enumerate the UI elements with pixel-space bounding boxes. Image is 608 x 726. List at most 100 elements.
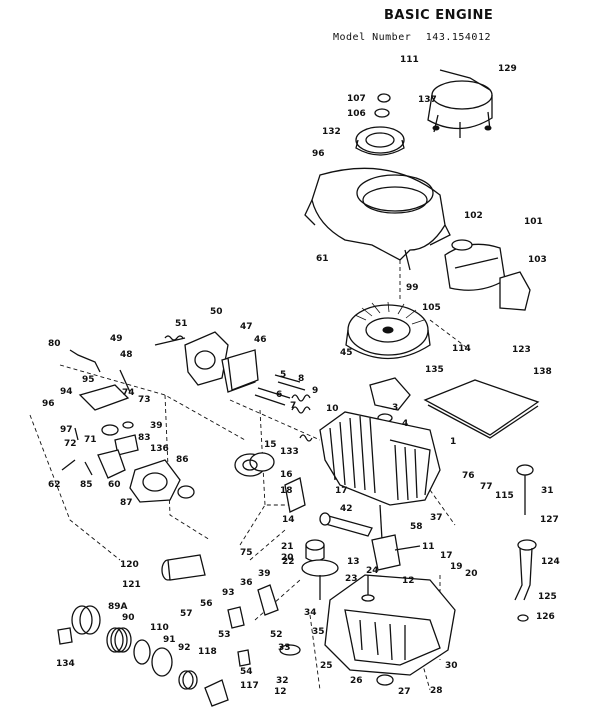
part-label-105: 105 [422,303,441,313]
part-label-35: 35 [312,627,325,637]
part-label-17: 17 [440,551,453,561]
part-label-126: 126 [536,612,555,622]
control-bracket [78,369,131,411]
starter-cup-132 [355,126,405,156]
part-label-133: 133 [280,447,299,457]
filter-element-91 [133,639,173,677]
part-label-91: 91 [163,635,176,645]
part-label-45: 45 [340,348,353,358]
part-label-54: 54 [240,667,253,677]
part-label-86: 86 [176,455,189,465]
part-label-106: 106 [347,109,366,119]
part-label-61: 61 [316,254,329,264]
part-label-18: 18 [280,486,293,496]
part-label-39: 39 [150,421,163,431]
nut-107 [374,93,391,118]
part-label-39: 39 [258,569,271,579]
part-label-9: 9 [312,386,318,396]
part-label-32: 32 [276,676,289,686]
throttle-link-80 [69,349,101,373]
spring-110 [106,627,132,653]
part-label-37: 37 [430,513,443,523]
part-label-77: 77 [480,482,493,492]
part-label-94: 94 [60,387,73,397]
part-label-89A: 89A [108,602,128,612]
part-label-95: 95 [82,375,95,385]
part-label-51: 51 [175,319,188,329]
muffler-101 [444,239,506,291]
part-label-12: 12 [274,687,287,697]
part-label-111: 111 [400,55,419,65]
part-label-14: 14 [282,515,295,525]
part-label-110: 110 [150,623,169,633]
part-label-49: 49 [110,334,123,344]
part-label-136: 136 [150,444,169,454]
part-label-11: 11 [422,542,435,552]
part-label-83: 83 [138,433,151,443]
part-label-4: 4 [402,419,408,429]
part-label-93: 93 [222,588,235,598]
engine-sump-25 [324,574,456,686]
model-label: Model Number [333,32,412,43]
part-label-129: 129 [498,64,517,74]
fuel-line-120 [161,554,206,581]
part-label-103: 103 [528,255,547,265]
part-label-8: 8 [298,374,304,384]
blower-cap-137 [427,69,493,138]
connecting-rod-42 [319,512,373,537]
part-label-60: 60 [108,480,121,490]
model-number: 143.154012 [425,32,491,43]
part-label-23: 23 [345,574,358,584]
part-label-96: 96 [312,149,325,159]
part-label-99: 99 [406,283,419,293]
part-label-17: 17 [335,486,348,496]
part-label-121: 121 [122,580,141,590]
plug-134 [57,627,73,645]
part-label-13: 13 [347,557,360,567]
part-label-56: 56 [200,599,213,609]
intake-manifold-15 [234,452,275,477]
part-label-107: 107 [347,94,366,104]
part-label-134: 134 [56,659,75,669]
part-label-101: 101 [524,217,543,227]
flange-24 [361,575,375,602]
part-label-16: 16 [280,470,293,480]
gasket-46 [227,349,259,391]
part-label-135: 135 [425,365,444,375]
part-label-76: 76 [462,471,475,481]
part-label-114: 114 [452,344,471,354]
piston-22 [305,539,325,562]
part-label-125: 125 [538,592,557,602]
part-label-124: 124 [541,557,560,567]
part-label-118: 118 [198,647,217,657]
part-label-127: 127 [540,515,559,525]
part-label-1: 1 [450,437,456,447]
part-label-48: 48 [120,350,133,360]
part-label-33: 33 [278,643,291,653]
air-cleaner-136 [129,459,195,503]
part-label-27: 27 [398,687,411,697]
part-label-102: 102 [464,211,483,221]
part-label-123: 123 [512,345,531,355]
part-label-87: 87 [120,498,133,508]
part-label-50: 50 [210,307,223,317]
part-label-47: 47 [240,322,253,332]
oil-fill-tube-125 [514,539,537,622]
fuel-filter-118 [178,670,229,707]
part-label-80: 80 [48,339,61,349]
choke-parts [61,449,126,479]
flywheel-135 [345,301,431,360]
engine-block-1 [319,411,441,506]
part-label-137: 137 [418,95,437,105]
part-label-42: 42 [340,504,353,514]
part-label-57: 57 [180,609,193,619]
small-parts-52-54 [227,584,301,667]
part-label-15: 15 [264,440,277,450]
part-label-30: 30 [445,661,458,671]
muffler-shield-103 [499,271,531,311]
part-label-36: 36 [240,578,253,588]
model-number-line: Model Number 143.154012 [333,32,499,43]
dipstick-31 [516,464,534,515]
